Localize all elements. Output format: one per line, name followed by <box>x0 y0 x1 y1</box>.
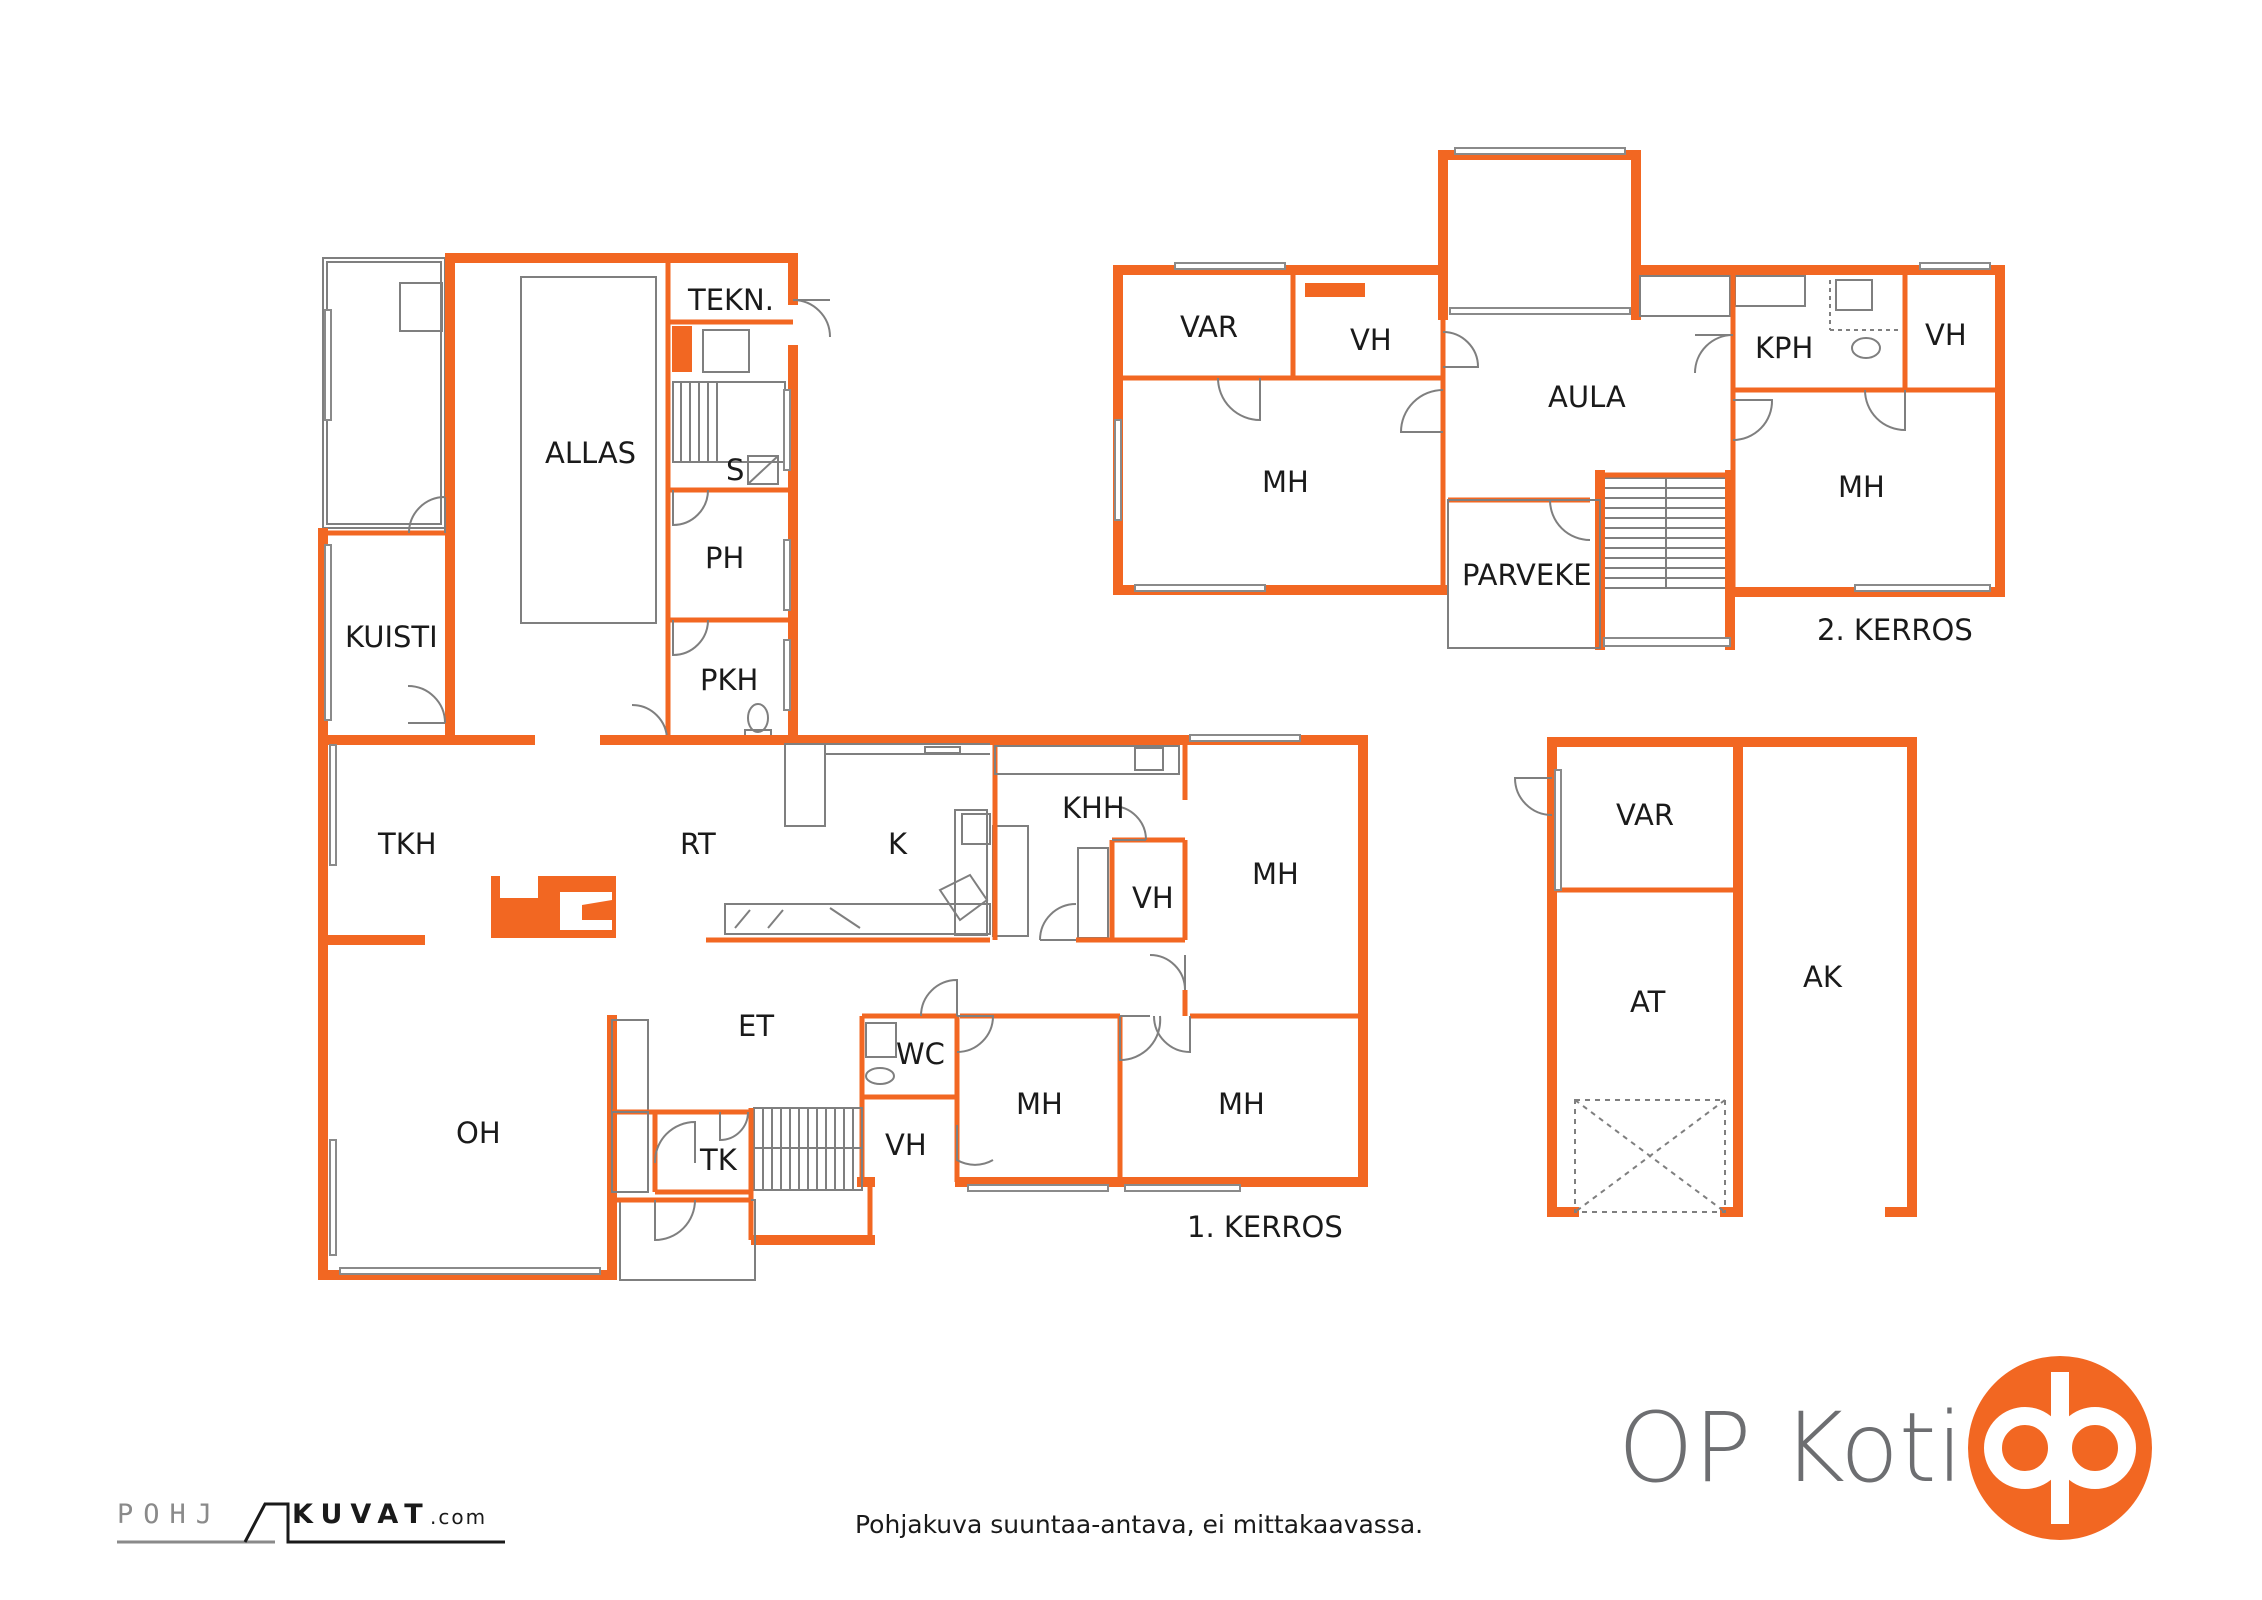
room-labels: TEKN. ALLAS S PH KUISTI PKH TKH RT K KHH… <box>345 283 1973 1244</box>
label-var-garage: VAR <box>1616 798 1674 832</box>
label-ak: AK <box>1803 960 1843 994</box>
label-allas: ALLAS <box>545 436 636 470</box>
label-rt: RT <box>680 827 716 861</box>
second-floor-plan <box>1113 147 2005 650</box>
label-mh-east: MH <box>1252 857 1299 891</box>
garage-plan <box>1513 737 1917 1217</box>
watermark-left: POHJ <box>117 1499 223 1530</box>
label-k: K <box>888 827 908 861</box>
label-var-2f: VAR <box>1180 310 1238 344</box>
label-aula: AULA <box>1548 380 1626 414</box>
first-floor-plan <box>318 253 1368 1281</box>
label-mh-left-2f: MH <box>1262 465 1309 499</box>
floor-label-first: 1. KERROS <box>1187 1210 1343 1244</box>
label-vh-khh: VH <box>1132 881 1174 915</box>
brand-name: OP Koti <box>1618 1392 1964 1504</box>
label-khh: KHH <box>1062 791 1125 825</box>
watermark-suffix: .com <box>430 1505 488 1529</box>
label-vh-right-2f: VH <box>1925 318 1967 352</box>
label-tekn: TEKN. <box>687 283 774 317</box>
label-tkh: TKH <box>377 827 437 861</box>
label-mh-south2: MH <box>1218 1087 1265 1121</box>
label-pkh: PKH <box>700 663 758 697</box>
label-tk: TK <box>699 1143 738 1177</box>
label-s: S <box>726 453 744 487</box>
op-logo <box>1968 1356 2152 1540</box>
label-kph: KPH <box>1755 331 1813 365</box>
label-mh-right-2f: MH <box>1838 470 1885 504</box>
watermark-right: KUVAT <box>292 1499 431 1530</box>
label-mh-south1: MH <box>1016 1087 1063 1121</box>
label-wc: WC <box>896 1037 945 1071</box>
label-kuisti: KUISTI <box>345 620 438 654</box>
pohjakuvat-logo-mark <box>117 1502 505 1544</box>
label-oh: OH <box>456 1116 501 1150</box>
disclaimer: Pohjakuva suuntaa-antava, ei mittakaavas… <box>855 1510 1424 1539</box>
label-at: AT <box>1630 985 1666 1019</box>
label-et: ET <box>738 1009 774 1043</box>
label-vh-south: VH <box>885 1128 927 1162</box>
floor-label-second: 2. KERROS <box>1817 613 1973 647</box>
label-parveke: PARVEKE <box>1462 558 1592 592</box>
label-vh-left-2f: VH <box>1350 323 1392 357</box>
label-ph: PH <box>705 541 744 575</box>
